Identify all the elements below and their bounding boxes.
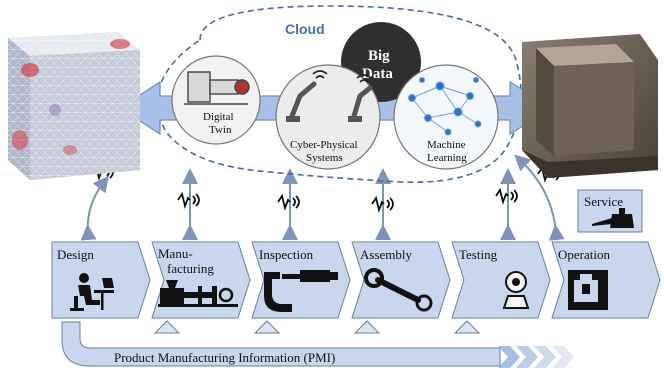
digital-twin-node[interactable]: Digital Twin (171, 55, 261, 145)
digital-twin-machine-icon (184, 71, 250, 105)
wrench-icon (364, 268, 433, 312)
stage-testing-label: Testing (459, 247, 498, 262)
person-at-computer-icon (70, 273, 114, 311)
stage-manufacturing-label-1: Manu- (158, 246, 193, 261)
machine-learning-node[interactable]: Machine Learning (393, 64, 499, 170)
stage-design[interactable]: Design (51, 241, 151, 319)
robot-arm-icon (289, 81, 373, 119)
pmi-arrow (61, 321, 574, 368)
service-box[interactable]: Service (577, 189, 643, 233)
stage-operation-label: Operation (558, 247, 610, 262)
wireless-signal-icons (91, 163, 560, 214)
cyber-physical-systems-node[interactable]: Cyber-Physical Systems (275, 64, 381, 170)
stage-inspection-label: Inspection (259, 247, 314, 262)
stage-testing[interactable]: Testing (451, 241, 551, 319)
ml-label-2: Learning (427, 152, 467, 164)
stage-manufacturing-label-2: facturing (167, 261, 214, 276)
physical-part-model (522, 34, 658, 178)
service-label: Service (584, 194, 623, 209)
cps-label-2: Systems (306, 152, 343, 164)
machine-tool-icon (568, 270, 608, 310)
stage-operation[interactable]: Operation (551, 241, 661, 319)
big-data-label-1: Big (368, 48, 390, 64)
stage-inspection[interactable]: Inspection (251, 241, 351, 319)
pmi-feed-notches (153, 320, 481, 334)
stage-manufacturing[interactable]: Manu- facturing (151, 241, 251, 319)
digital-twin-label-2: Twin (209, 124, 232, 136)
pmi-label: Product Manufacturing Information (PMI) (114, 350, 335, 365)
stage-assembly-label: Assembly (360, 247, 413, 262)
neural-network-icon (408, 77, 482, 136)
big-data-label-2: Data (362, 66, 393, 82)
stage-design-label: Design (57, 247, 94, 262)
mesh-cube-model (8, 32, 140, 180)
digital-twin-label-1: Digital (203, 111, 234, 123)
cloud-title: Cloud (285, 21, 325, 37)
webcam-icon (502, 271, 530, 309)
robot-wifi-icon (312, 70, 372, 83)
oil-can-icon (592, 208, 634, 228)
connection-arrows (80, 154, 565, 241)
stage-assembly[interactable]: Assembly (351, 241, 451, 319)
injection-molding-machine-icon (158, 280, 238, 307)
ml-label-1: Machine (427, 139, 466, 151)
micrometer-icon (264, 270, 338, 312)
cps-label-1: Cyber-Physical (290, 139, 358, 151)
cloud-boundary (156, 5, 522, 184)
